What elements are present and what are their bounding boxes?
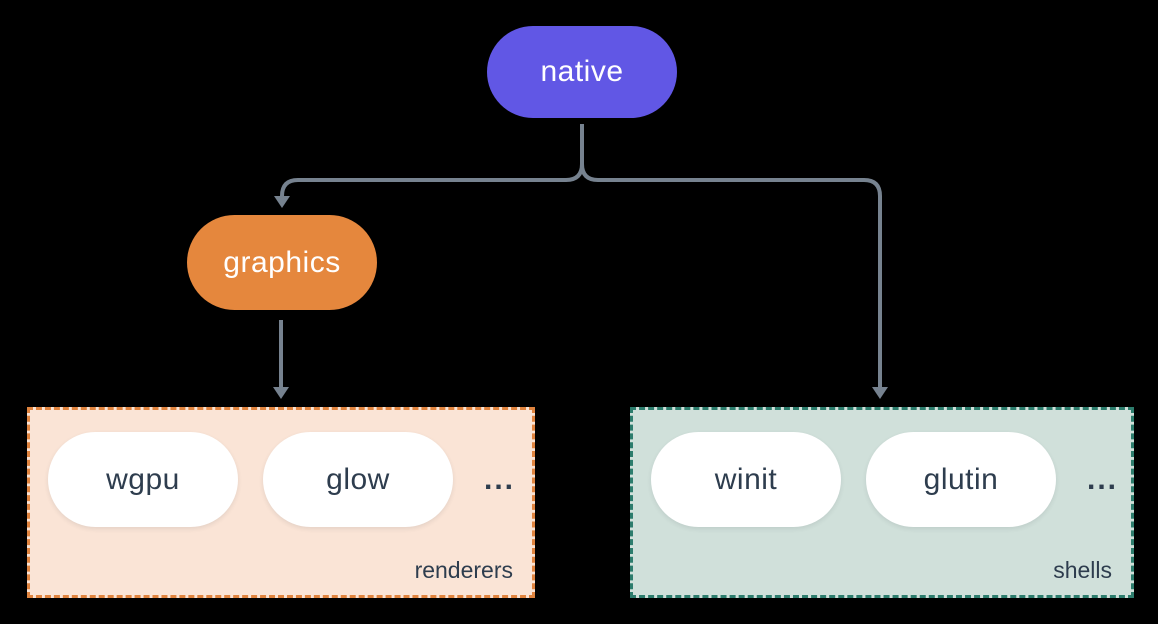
pill-glow: glow	[263, 432, 453, 527]
node-native-label: native	[540, 55, 624, 88]
arrowhead-renderers-icon	[273, 387, 289, 399]
arrowhead-graphics-icon	[274, 196, 290, 208]
connector-native-to-shells	[580, 124, 882, 388]
group-shells-label: shells	[1053, 557, 1112, 583]
renderers-more-ellipsis: ...	[484, 462, 516, 496]
shells-pill-row: winit glutin ...	[651, 432, 1118, 527]
arrowhead-shells-icon	[872, 387, 888, 399]
shells-more-ellipsis: ...	[1087, 462, 1119, 496]
pill-wgpu: wgpu	[48, 432, 238, 527]
pill-glow-label: glow	[326, 462, 390, 496]
renderers-pill-row: wgpu glow ...	[48, 432, 515, 527]
group-renderers-label: renderers	[414, 557, 513, 583]
node-graphics-label: graphics	[223, 245, 341, 279]
group-renderers: wgpu glow ... renderers	[27, 407, 535, 598]
pill-winit-label: winit	[714, 462, 778, 496]
pill-winit: winit	[651, 432, 841, 527]
pill-glutin: glutin	[866, 432, 1056, 527]
node-native: native	[487, 26, 677, 118]
group-shells: winit glutin ... shells	[630, 407, 1134, 598]
node-graphics: graphics	[187, 215, 377, 310]
pill-glutin-label: glutin	[923, 462, 999, 496]
pill-wgpu-label: wgpu	[106, 462, 180, 496]
connector-native-to-graphics	[280, 124, 584, 198]
